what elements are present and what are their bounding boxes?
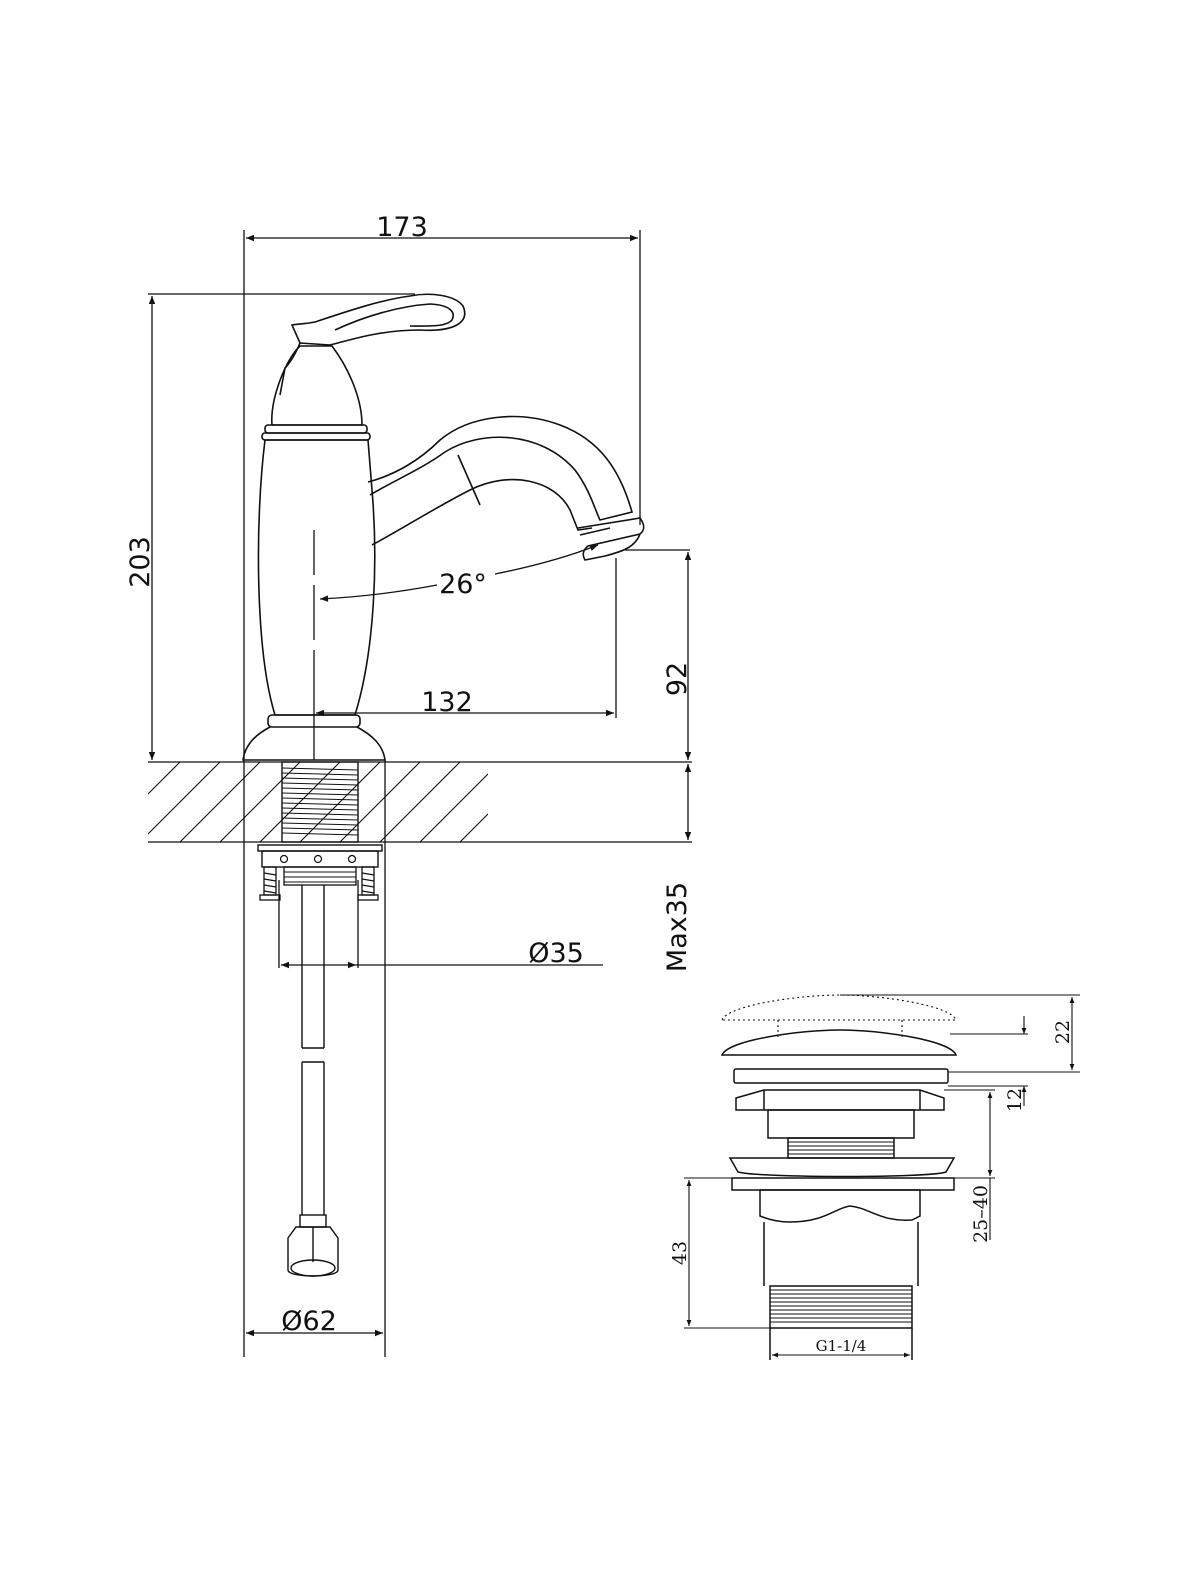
drain-washer (728, 1157, 956, 1178)
dim-spout-reach: 132 (421, 687, 473, 718)
dim-thread-size: G1-1/4 (816, 1337, 867, 1355)
base-flange (242, 726, 386, 761)
shank (257, 761, 383, 1277)
dim-overall-height: 203 (125, 536, 156, 588)
cap-dome (271, 345, 363, 426)
body-column (257, 439, 376, 716)
angle-leader (319, 544, 599, 602)
drain-cap (720, 1029, 958, 1056)
drain-body (720, 1029, 958, 1360)
dimension-lines (148, 234, 692, 1337)
lever-handle (290, 293, 466, 346)
drain-dimension-lines (686, 997, 1075, 1358)
supply-hose (287, 885, 339, 1277)
dim-spout-height: 92 (662, 662, 693, 696)
faucet-view: 173 203 26° 132 92 Max35 Ø35 Ø62 (125, 212, 693, 1357)
deck-hatch (148, 762, 488, 842)
dim-flange-height: 12 (1004, 1088, 1026, 1112)
raised-cap (721, 994, 957, 1040)
dim-grip-range: 25–40 (970, 1185, 992, 1243)
drain-flange (735, 1089, 945, 1111)
aerator (577, 517, 645, 561)
dim-body-height: 43 (669, 1241, 691, 1265)
drain-view: 22 12 25–40 43 G1-1/4 (669, 994, 1080, 1360)
dim-overall-width: 173 (376, 212, 428, 243)
dim-cap-lift: 22 (1052, 1020, 1074, 1044)
drain-extension-lines (684, 994, 1080, 1329)
extension-lines (148, 230, 692, 1357)
drain-nut (759, 1189, 921, 1223)
dim-shank-diameter: Ø35 (528, 938, 584, 969)
dim-max-deck: Max35 (662, 882, 693, 972)
dim-base-diameter: Ø62 (281, 1306, 337, 1337)
spout (367, 415, 633, 521)
dim-spout-angle: 26° (439, 569, 487, 600)
